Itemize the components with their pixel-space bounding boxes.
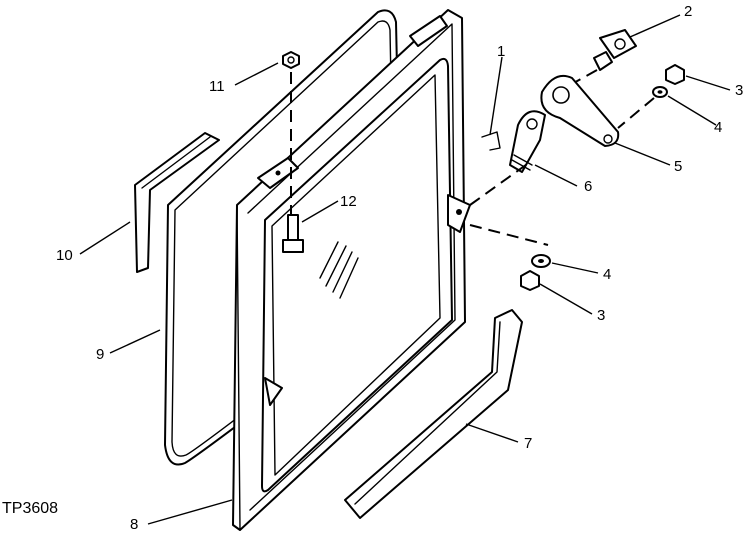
bottom-seal-strip [344, 309, 523, 519]
top-seal-strip [134, 132, 220, 273]
callout-9: 9 [96, 346, 104, 363]
handle-knob-2 [593, 29, 637, 71]
callout-4-top: 4 [714, 119, 722, 136]
callout-8: 8 [130, 516, 138, 533]
callout-7: 7 [524, 435, 532, 452]
callout-5: 5 [674, 158, 682, 175]
figure-id: TP3608 [2, 500, 58, 517]
lever-axis-line [617, 97, 655, 129]
nut-3-bottom [520, 270, 540, 291]
washer-4-top [652, 86, 668, 98]
catch-6 [509, 110, 546, 173]
callout-2: 2 [684, 3, 692, 20]
callout-4-bottom: 4 [603, 266, 611, 283]
latch-axis-lower [469, 224, 549, 246]
callout-10: 10 [56, 247, 73, 264]
callout-3-bottom: 3 [597, 307, 605, 324]
callout-6: 6 [584, 178, 592, 195]
nut-11 [282, 51, 300, 69]
callout-12: 12 [340, 193, 357, 210]
latch-axis-upper [469, 161, 531, 206]
callout-3-top: 3 [735, 82, 743, 99]
callout-11: 11 [209, 78, 225, 95]
nut-3-top [665, 64, 685, 85]
callout-1: 1 [497, 43, 505, 60]
clip-1 [481, 131, 501, 151]
bolt-12 [282, 214, 304, 253]
latch-lever-5 [540, 74, 620, 147]
window-frame [232, 9, 471, 531]
washer-4-bottom [531, 254, 551, 268]
leader-lines [79, 14, 731, 525]
